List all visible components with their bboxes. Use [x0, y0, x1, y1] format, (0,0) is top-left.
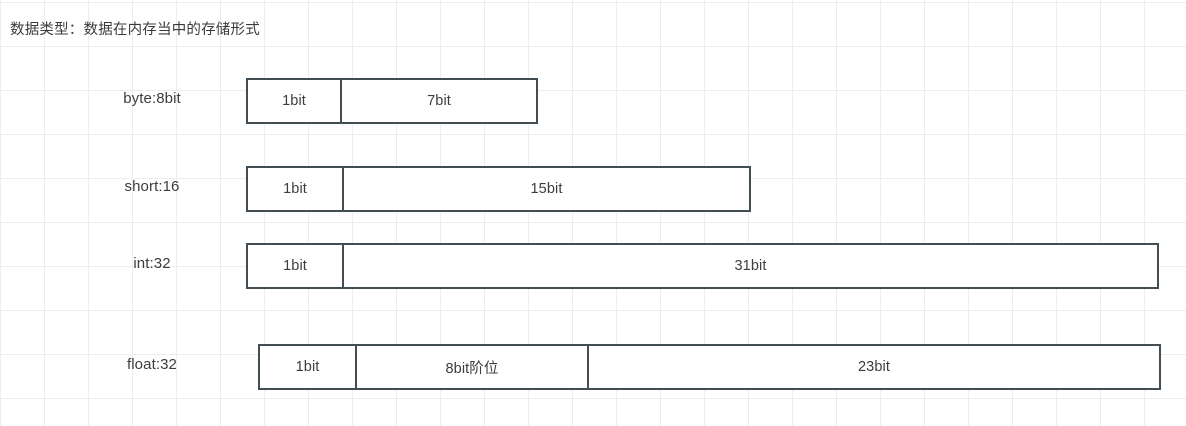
bit-cell: 1bit — [283, 258, 307, 274]
row-label-byte: byte:8bit — [123, 90, 181, 107]
page-title: 数据类型：数据在内存当中的存储形式 — [10, 22, 260, 38]
bit-bar-byte: 1bit 7bit — [246, 78, 538, 124]
row-label-int: int:32 — [133, 255, 171, 272]
bit-bar-short: 1bit 15bit — [246, 166, 751, 212]
bit-cell: 8bit阶位 — [355, 346, 587, 388]
bit-cell: 23bit — [587, 346, 1159, 388]
bit-cell: 1bit — [282, 93, 306, 109]
bit-cell: 15bit — [342, 168, 749, 210]
row-label-short: short:16 — [124, 178, 180, 195]
bit-cell: 1bit — [283, 181, 307, 197]
bit-bar-int: 1bit 31bit — [246, 243, 1159, 289]
bit-cell: 7bit — [340, 80, 536, 122]
row-label-float: float:32 — [126, 356, 177, 373]
bit-cell: 31bit — [342, 245, 1157, 287]
bit-cell: 1bit — [295, 359, 320, 375]
